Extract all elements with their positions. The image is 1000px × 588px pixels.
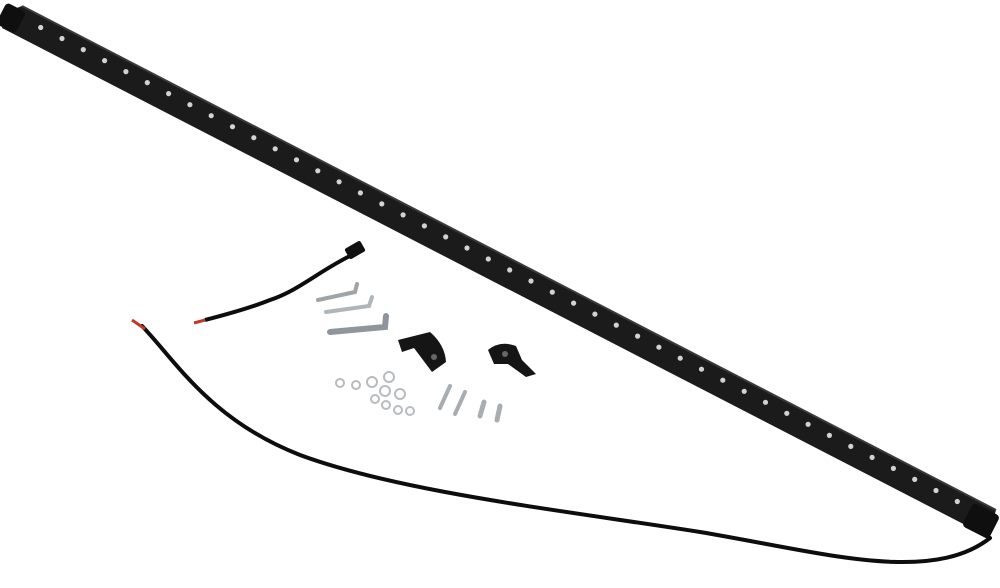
led-chip bbox=[485, 256, 491, 262]
led-chip bbox=[421, 223, 427, 229]
led-chip bbox=[229, 124, 236, 130]
connector-icon bbox=[344, 241, 366, 259]
led-chip bbox=[357, 190, 363, 196]
led-chip bbox=[208, 113, 214, 119]
led-chip bbox=[102, 58, 108, 64]
led-chip bbox=[762, 399, 769, 405]
led-chip bbox=[933, 487, 939, 494]
bracket-plate bbox=[488, 343, 536, 377]
bolt-long bbox=[438, 384, 452, 410]
led-chip bbox=[890, 465, 897, 471]
power-cable bbox=[140, 324, 992, 565]
led-chip bbox=[272, 146, 278, 152]
led-chip bbox=[720, 377, 726, 383]
led-array bbox=[38, 24, 960, 505]
hex-key-large bbox=[327, 313, 389, 335]
led-chip bbox=[635, 333, 641, 339]
led-chip bbox=[826, 432, 833, 438]
led-chip bbox=[528, 278, 534, 284]
washer bbox=[383, 371, 395, 383]
led-light-bar bbox=[0, 3, 999, 539]
hex-key-medium bbox=[324, 295, 374, 314]
bracket-hole bbox=[502, 351, 508, 357]
led-chip bbox=[656, 344, 662, 350]
led-chip bbox=[592, 311, 598, 317]
led-chip bbox=[784, 410, 790, 416]
led-chip bbox=[613, 322, 619, 328]
light-bar-body bbox=[2, 6, 996, 532]
led-chip bbox=[912, 476, 918, 482]
washer-set bbox=[335, 371, 415, 416]
power-cable-tip-red bbox=[131, 318, 146, 331]
hex-key-small bbox=[316, 282, 359, 302]
bolt-set bbox=[438, 384, 503, 423]
hex-key-set bbox=[316, 282, 389, 335]
led-chip bbox=[507, 267, 513, 273]
bolt-short bbox=[494, 403, 503, 423]
bolt-long bbox=[453, 390, 467, 416]
harness-wire bbox=[204, 252, 355, 322]
washer bbox=[405, 406, 415, 416]
light-bar-edge bbox=[21, 5, 997, 511]
mounting-bracket-right bbox=[488, 343, 536, 377]
led-chip bbox=[848, 443, 854, 449]
led-chip bbox=[38, 24, 44, 31]
bolt-short bbox=[477, 399, 487, 419]
bracket-hole bbox=[431, 354, 437, 360]
washer bbox=[394, 388, 406, 400]
led-chip bbox=[805, 421, 811, 427]
led-chip bbox=[698, 366, 705, 372]
led-chip bbox=[315, 168, 321, 174]
led-chip bbox=[166, 91, 172, 97]
led-chip bbox=[549, 289, 555, 295]
led-chip bbox=[80, 47, 86, 53]
led-chip bbox=[336, 179, 342, 185]
led-chip bbox=[59, 35, 65, 42]
washer bbox=[393, 405, 403, 415]
led-chip bbox=[443, 234, 449, 240]
harness-wire-red-tip bbox=[193, 318, 206, 325]
led-chip bbox=[869, 454, 875, 460]
mounting-bracket-left bbox=[398, 332, 446, 372]
washer bbox=[381, 400, 391, 410]
led-chip bbox=[251, 135, 257, 141]
washer bbox=[379, 385, 391, 397]
led-chip bbox=[293, 157, 300, 163]
bracket-plate bbox=[398, 332, 446, 372]
nut bbox=[335, 378, 345, 388]
led-chip bbox=[464, 245, 470, 251]
led-chip bbox=[379, 201, 385, 207]
end-cap-right bbox=[963, 503, 999, 539]
led-chip bbox=[144, 80, 150, 86]
wiring-harness bbox=[193, 241, 366, 325]
led-chip bbox=[400, 212, 406, 218]
led-chip bbox=[954, 498, 960, 505]
led-chip bbox=[741, 388, 747, 394]
led-chip bbox=[123, 69, 129, 75]
led-chip bbox=[571, 300, 577, 306]
nut bbox=[351, 380, 361, 390]
washer bbox=[370, 394, 380, 404]
washer bbox=[366, 376, 378, 388]
led-chip bbox=[187, 102, 193, 108]
end-cap-left bbox=[0, 3, 25, 33]
led-chip bbox=[677, 355, 683, 361]
